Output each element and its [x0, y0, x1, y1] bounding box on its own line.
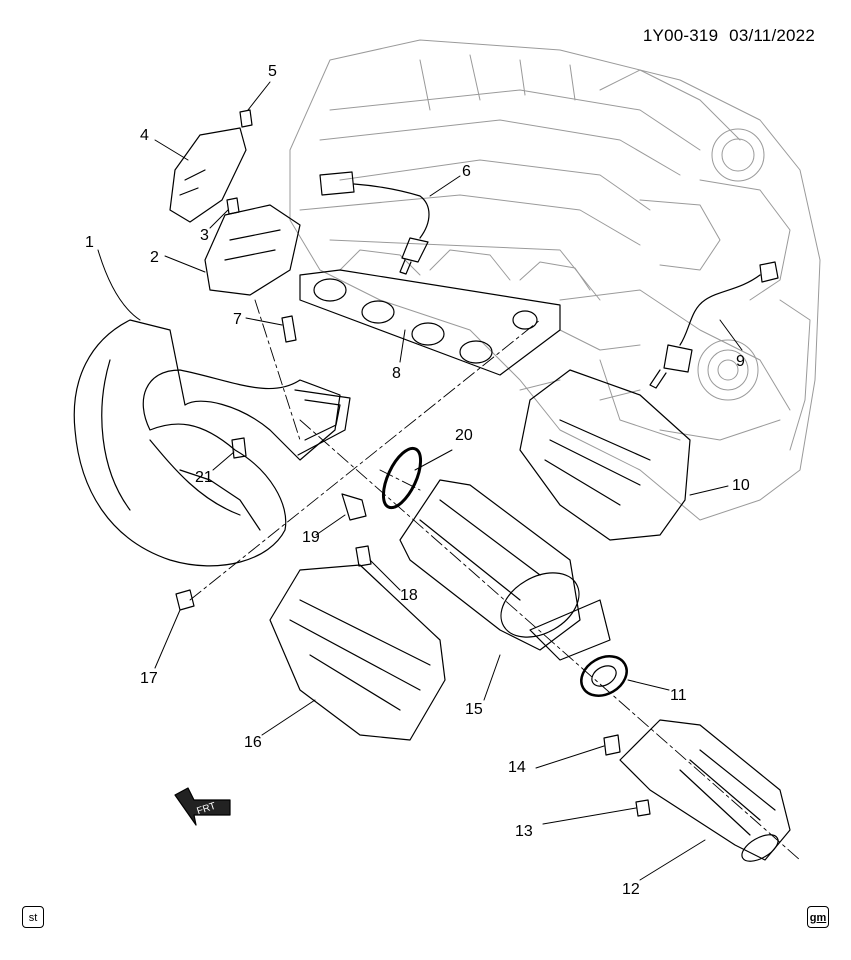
nut-13 — [635, 799, 651, 817]
bolt-5 — [239, 109, 253, 128]
callout-9: 9 — [736, 353, 745, 370]
seal-ring-upper — [381, 446, 423, 510]
leader-lines — [97, 81, 743, 881]
engine-block-illustration — [289, 39, 821, 521]
gm-logo: gm — [807, 906, 829, 928]
callout-7: 7 — [233, 311, 242, 328]
callout-21: 21 — [195, 469, 213, 486]
diagram-header: 1Y00-319 03/11/2022 — [637, 26, 815, 46]
oxygen-sensor-rear — [649, 261, 779, 389]
callout-8: 8 — [392, 365, 401, 382]
catalytic-converter — [399, 479, 611, 661]
callout-6: 6 — [462, 163, 471, 180]
stud-7 — [281, 315, 297, 343]
callout-16: 16 — [244, 734, 262, 751]
callout-20: 20 — [455, 427, 473, 444]
lower-heat-shield — [269, 564, 446, 741]
front-arrow-icon: FRT — [174, 787, 231, 826]
callout-12: 12 — [622, 881, 640, 898]
exhaust-manifold — [73, 319, 351, 567]
diagram-code: 1Y00-319 — [642, 26, 719, 45]
bolt-18 — [355, 545, 372, 567]
callout-3: 3 — [200, 227, 209, 244]
callout-17: 17 — [140, 670, 158, 687]
callout-2: 2 — [150, 249, 159, 266]
fasteners — [175, 109, 651, 817]
exhaust-manifold-gasket — [299, 269, 561, 376]
callout-15: 15 — [465, 701, 483, 718]
stud-14 — [603, 734, 621, 756]
callout-4: 4 — [140, 127, 149, 144]
heat-shield-lower — [204, 204, 301, 296]
converter-heat-shield — [519, 369, 691, 541]
st-badge: st — [22, 906, 44, 928]
assembly-centerlines — [189, 299, 801, 861]
callout-11: 11 — [670, 687, 687, 704]
diagram-date: 03/11/2022 — [729, 26, 815, 45]
plug-19 — [341, 493, 367, 521]
callout-1: 1 — [85, 234, 94, 251]
callout-labels: 1 2 3 4 5 6 7 8 9 10 11 12 13 14 15 16 1… — [85, 63, 750, 898]
bolt-17 — [175, 589, 195, 611]
callout-14: 14 — [508, 759, 526, 776]
oxygen-sensor-front — [319, 171, 430, 275]
exhaust-pipe — [619, 719, 791, 862]
callout-19: 19 — [302, 529, 320, 546]
heat-shield-upper — [169, 127, 247, 223]
exhaust-gasket — [580, 655, 628, 697]
callout-18: 18 — [400, 587, 418, 604]
callout-5: 5 — [268, 63, 277, 80]
callout-13: 13 — [515, 823, 533, 840]
bolt-3 — [226, 197, 240, 215]
callout-10: 10 — [732, 477, 750, 494]
